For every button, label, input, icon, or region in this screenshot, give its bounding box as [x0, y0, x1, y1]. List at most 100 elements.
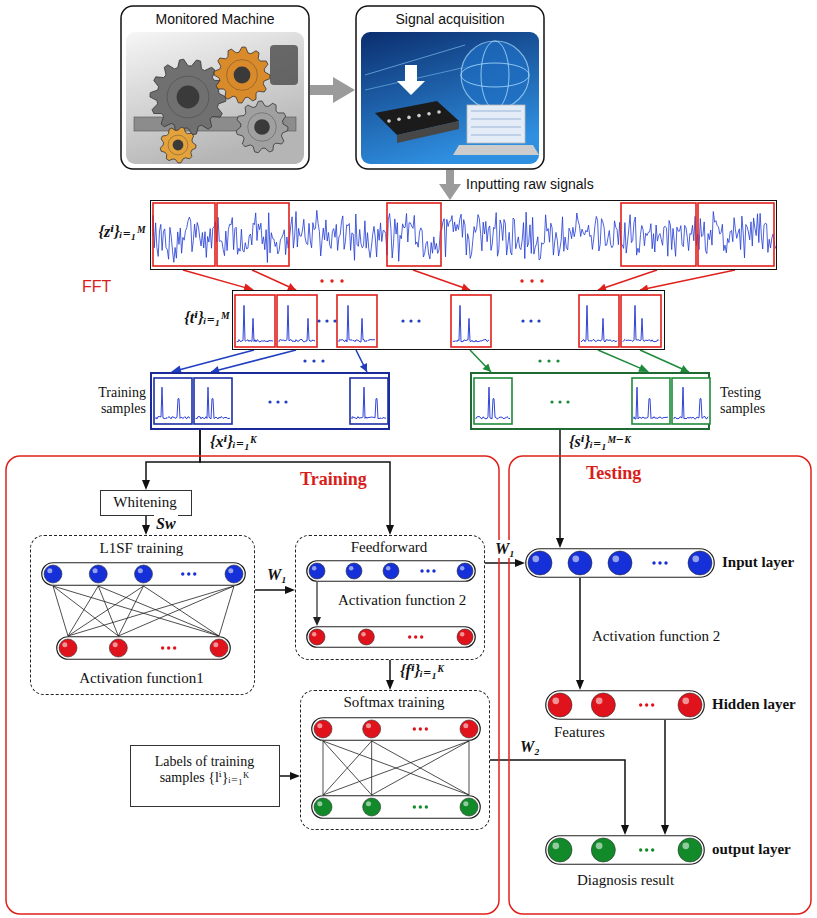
weight-line: [323, 741, 324, 795]
dot: [558, 400, 561, 403]
neuron: [457, 563, 473, 579]
dashed-group: L1SF trainingActivation function1: [30, 535, 255, 695]
spectrum-frame: [154, 378, 192, 424]
connector-line: [280, 775, 291, 777]
neuron-shine: [361, 632, 365, 636]
math-label: {fⁱ}ᵢ₌₁ᴷ: [398, 662, 446, 680]
block-arrow: [310, 77, 355, 103]
arrowhead: [439, 184, 461, 200]
connector-line: [598, 350, 641, 368]
gear: [160, 127, 196, 163]
sample-arrows: [470, 350, 689, 372]
neuron-shine: [317, 801, 322, 806]
neuron-shine: [682, 842, 689, 849]
globe-meridian: [481, 41, 509, 109]
layer-label: Hidden layer: [712, 696, 802, 713]
dot: [530, 279, 533, 282]
spectrum-curve: [196, 387, 230, 419]
stage-region: TestingInput layerHidden layeroutput lay…: [508, 455, 812, 915]
dot: [284, 400, 287, 403]
feed-arrowhead: [313, 617, 321, 626]
box-label: Labels of training samples {lⁱ}ᵢ₌₁ᴷ: [135, 754, 274, 786]
dot: [645, 703, 648, 706]
arrowhead: [290, 772, 300, 780]
dot: [556, 359, 559, 362]
connector: [661, 720, 669, 835]
dot: [173, 646, 176, 649]
spectrum-frame: [621, 295, 661, 347]
window-frame: [153, 203, 215, 266]
daq-port: [407, 116, 411, 120]
spectrum-frame: [337, 295, 377, 347]
light-streak: [365, 65, 475, 90]
fft-arrow: [598, 270, 657, 290]
neuron: [210, 639, 228, 657]
neuron: [548, 838, 572, 862]
neuron: [528, 551, 552, 575]
dot: [658, 561, 661, 564]
set-label: Training samples: [78, 385, 146, 417]
dot: [547, 359, 550, 362]
sample-set: Training samples: [150, 372, 390, 430]
connector-line: [200, 430, 390, 526]
gear-ring: [168, 135, 188, 155]
window-frame: [698, 203, 774, 266]
connector: [386, 660, 394, 690]
connector: [142, 516, 150, 535]
illustration: [472, 374, 712, 432]
screen-grid: [471, 111, 521, 112]
connector-line: [145, 516, 147, 526]
connector-line: [559, 430, 561, 539]
signal-strip: {zⁱ}ᵢ₌₁ᴹ: [150, 200, 777, 270]
region-outline: [6, 456, 499, 914]
globe-parallel: [461, 63, 529, 87]
weight-line: [144, 586, 220, 636]
gear: [236, 101, 288, 153]
arrowhead: [333, 77, 355, 103]
feed-arrow: [316, 582, 317, 618]
daq-port: [427, 112, 431, 116]
connector: [142, 430, 200, 490]
math-label: Sw: [154, 515, 178, 533]
raw-waveform: [153, 210, 776, 262]
connector-line: [664, 720, 666, 826]
dot: [432, 569, 435, 572]
connector-line: [310, 85, 334, 95]
neuron: [363, 720, 381, 738]
fft-arrows: [252, 270, 735, 290]
gear-ring: [248, 113, 277, 142]
dot: [529, 319, 532, 322]
neuron-shine: [213, 642, 218, 647]
spectrum-frame: [632, 378, 670, 424]
set-label: Testing samples: [720, 385, 790, 417]
daq-port: [437, 110, 441, 114]
spectrum-frame: [672, 378, 710, 424]
dot: [330, 279, 333, 282]
dot: [317, 319, 320, 322]
layer-outline: [307, 627, 476, 648]
group-title: L1SF training: [31, 540, 252, 557]
daq-port: [387, 119, 391, 123]
window-frame: [387, 203, 441, 266]
dashed-group: FeedforwardActivation function 2: [295, 535, 485, 660]
neuron: [309, 563, 325, 579]
weight-line: [98, 586, 219, 636]
illustration: [120, 5, 310, 170]
neuron: [383, 563, 399, 579]
housing: [270, 45, 298, 85]
neuron: [314, 720, 332, 738]
dot: [420, 635, 423, 638]
weight-line: [219, 586, 234, 636]
picture-frame: [356, 6, 544, 169]
neuron: [44, 565, 62, 583]
weight-line: [118, 586, 143, 636]
spectrum-curve: [352, 387, 386, 419]
sample-arrow: [640, 350, 689, 372]
dot: [645, 848, 648, 851]
layer-outline: [57, 637, 231, 660]
illustration: [152, 374, 392, 432]
dot: [333, 319, 336, 322]
dot: [268, 400, 271, 403]
neuron-shine: [312, 632, 316, 636]
